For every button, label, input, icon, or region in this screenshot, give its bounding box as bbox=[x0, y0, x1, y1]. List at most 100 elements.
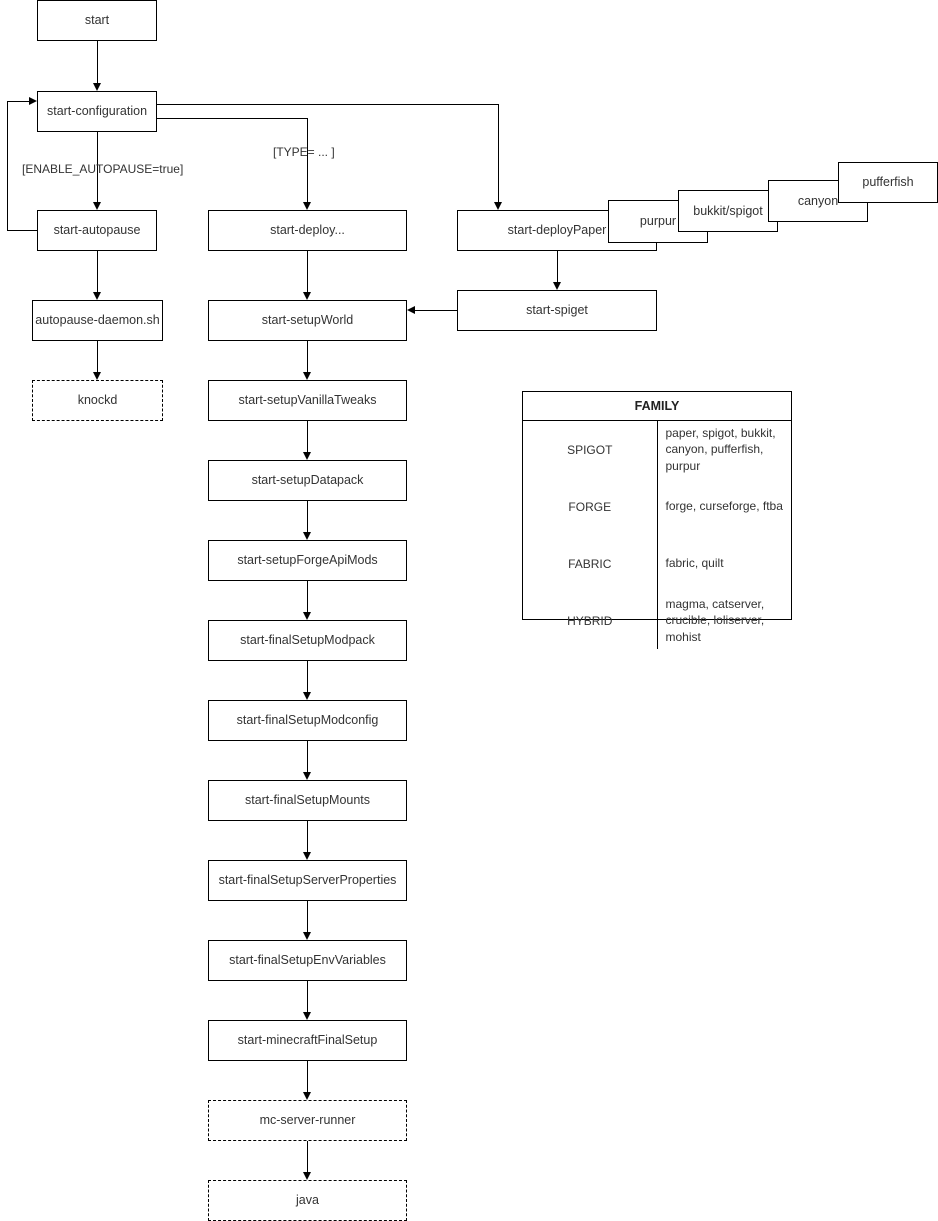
arrowhead-daemon-in bbox=[92, 292, 101, 300]
node-start-setupforgeapimods-label: start-setupForgeApiMods bbox=[237, 553, 378, 567]
node-start-finalsetupenvvariables-label: start-finalSetupEnvVariables bbox=[229, 953, 386, 967]
edge-autopause-loop-vertical bbox=[7, 101, 8, 231]
edge-configuration-to-deploy-horizontal bbox=[157, 118, 307, 119]
node-knockd-label: knockd bbox=[77, 393, 118, 407]
node-pufferfish[interactable]: pufferfish bbox=[838, 162, 938, 203]
edge-forgeapimods-to-modpack bbox=[307, 581, 308, 612]
edge-modpack-to-modconfig bbox=[307, 661, 308, 692]
edge-start-to-configuration bbox=[97, 41, 98, 83]
node-start-minecraftfinalsetup[interactable]: start-minecraftFinalSetup bbox=[208, 1020, 407, 1061]
node-autopause-daemon-label: autopause-daemon.sh bbox=[35, 313, 160, 327]
family-legend-table: FAMILY SPIGOT paper, spigot, bukkit, can… bbox=[522, 391, 792, 649]
node-start-autopause-label: start-autopause bbox=[53, 223, 141, 237]
family-legend-row: FABRIC fabric, quilt bbox=[523, 535, 791, 592]
arrowhead-mcserverrunner-in bbox=[302, 1092, 311, 1100]
node-start-configuration-label: start-configuration bbox=[46, 104, 148, 118]
node-start-finalsetupmounts[interactable]: start-finalSetupMounts bbox=[208, 780, 407, 821]
edge-minecraftfinalsetup-to-mcserverrunner bbox=[307, 1061, 308, 1092]
node-knockd[interactable]: knockd bbox=[32, 380, 163, 421]
family-key-hybrid: HYBRID bbox=[523, 592, 658, 649]
arrowhead-modpack-in bbox=[302, 612, 311, 620]
edge-label-type: [TYPE= ... ] bbox=[273, 145, 335, 159]
family-values-spigot: paper, spigot, bukkit, canyon, pufferfis… bbox=[665, 426, 776, 473]
node-java[interactable]: java bbox=[208, 1180, 407, 1221]
edge-datapack-to-forgeapimods bbox=[307, 501, 308, 532]
node-mc-server-runner-label: mc-server-runner bbox=[259, 1113, 356, 1127]
edge-spiget-to-setupworld bbox=[415, 310, 457, 311]
arrowhead-minecraftfinalsetup-in bbox=[302, 1012, 311, 1020]
edge-configuration-to-deploypaper-horizontal bbox=[157, 104, 498, 105]
node-start-setupvanillatweaks-label: start-setupVanillaTweaks bbox=[238, 393, 377, 407]
node-start-minecraftfinalsetup-label: start-minecraftFinalSetup bbox=[237, 1033, 378, 1047]
arrowhead-setupworld-side-in bbox=[407, 305, 415, 314]
arrowhead-configuration-in bbox=[92, 83, 101, 91]
node-start-deploypaper-label: start-deployPaper bbox=[507, 223, 607, 237]
edge-daemon-to-knockd bbox=[97, 341, 98, 372]
arrowhead-vanillatweaks-in bbox=[302, 372, 311, 380]
arrowhead-knockd-in bbox=[92, 372, 101, 380]
edge-vanillatweaks-to-datapack bbox=[307, 421, 308, 452]
node-start-setupworld[interactable]: start-setupWorld bbox=[208, 300, 407, 341]
node-start-finalsetupmodconfig[interactable]: start-finalSetupModconfig bbox=[208, 700, 407, 741]
node-start-finalsetupmodpack[interactable]: start-finalSetupModpack bbox=[208, 620, 407, 661]
arrowhead-serverproperties-in bbox=[302, 852, 311, 860]
node-bukkit-spigot[interactable]: bukkit/spigot bbox=[678, 190, 778, 232]
arrowhead-java-in bbox=[302, 1172, 311, 1180]
edge-deploypaper-to-spiget bbox=[557, 251, 558, 282]
node-start-spiget[interactable]: start-spiget bbox=[457, 290, 657, 331]
node-pufferfish-label: pufferfish bbox=[862, 175, 914, 189]
node-mc-server-runner[interactable]: mc-server-runner bbox=[208, 1100, 407, 1141]
family-legend-row: HYBRID magma, catserver, crucible, lolis… bbox=[523, 592, 791, 649]
edge-deploy-to-setupworld bbox=[307, 251, 308, 292]
node-start-deploy[interactable]: start-deploy... bbox=[208, 210, 407, 251]
edge-setupworld-to-vanillatweaks bbox=[307, 341, 308, 372]
edge-configuration-to-deploypaper-vertical bbox=[498, 104, 499, 202]
arrowhead-datapack-in bbox=[302, 452, 311, 460]
node-autopause-daemon[interactable]: autopause-daemon.sh bbox=[32, 300, 163, 341]
arrowhead-deploy-in bbox=[302, 202, 311, 210]
family-legend-row: SPIGOT paper, spigot, bukkit, canyon, pu… bbox=[523, 420, 791, 478]
edge-configuration-to-autopause bbox=[97, 132, 98, 202]
edge-configuration-to-deploy-vertical bbox=[307, 118, 308, 202]
arrowhead-setupworld-in bbox=[302, 292, 311, 300]
node-java-label: java bbox=[296, 1193, 319, 1207]
edge-envvariables-to-minecraftfinalsetup bbox=[307, 981, 308, 1012]
node-start-setupvanillatweaks[interactable]: start-setupVanillaTweaks bbox=[208, 380, 407, 421]
edge-modconfig-to-mounts bbox=[307, 741, 308, 772]
node-purpur-label: purpur bbox=[639, 214, 677, 228]
node-start-autopause[interactable]: start-autopause bbox=[37, 210, 157, 251]
edge-autopause-to-daemon bbox=[97, 251, 98, 292]
family-values-forge: forge, curseforge, ftba bbox=[665, 499, 783, 514]
node-start-setupdatapack-label: start-setupDatapack bbox=[251, 473, 364, 487]
node-canyon-label: canyon bbox=[797, 193, 839, 208]
node-start-finalsetupmodconfig-label: start-finalSetupModconfig bbox=[236, 713, 379, 727]
family-legend-row: FORGE forge, curseforge, ftba bbox=[523, 478, 791, 535]
node-start[interactable]: start bbox=[37, 0, 157, 41]
node-start-finalsetupserverproperties-label: start-finalSetupServerProperties bbox=[218, 873, 397, 887]
edge-mounts-to-serverproperties bbox=[307, 821, 308, 852]
arrowhead-deploypaper-in bbox=[493, 202, 502, 210]
arrowhead-forgeapimods-in bbox=[302, 532, 311, 540]
edge-autopause-loop-top bbox=[7, 101, 29, 102]
node-start-finalsetupenvvariables[interactable]: start-finalSetupEnvVariables bbox=[208, 940, 407, 981]
family-key-fabric: FABRIC bbox=[523, 535, 658, 592]
arrowhead-spiget-in bbox=[552, 282, 561, 290]
node-start-spiget-label: start-spiget bbox=[526, 303, 588, 317]
arrowhead-modconfig-in bbox=[302, 692, 311, 700]
arrowhead-envvariables-in bbox=[302, 932, 311, 940]
edge-autopause-loop-bottom bbox=[7, 230, 37, 231]
node-start-finalsetupserverproperties[interactable]: start-finalSetupServerProperties bbox=[208, 860, 407, 901]
arrowhead-configuration-loop-in bbox=[29, 96, 37, 105]
node-start-setupforgeapimods[interactable]: start-setupForgeApiMods bbox=[208, 540, 407, 581]
node-bukkit-spigot-label: bukkit/spigot bbox=[693, 203, 763, 218]
node-start-finalsetupmodpack-label: start-finalSetupModpack bbox=[240, 633, 375, 647]
edge-mcserverrunner-to-java bbox=[307, 1141, 308, 1172]
family-key-spigot: SPIGOT bbox=[523, 420, 658, 478]
node-start-configuration[interactable]: start-configuration bbox=[37, 91, 157, 132]
family-values-hybrid: magma, catserver, crucible, loliserver, … bbox=[665, 597, 765, 644]
arrowhead-mounts-in bbox=[302, 772, 311, 780]
node-start-setupdatapack[interactable]: start-setupDatapack bbox=[208, 460, 407, 501]
edge-label-enable-autopause: [ENABLE_AUTOPAUSE=true] bbox=[22, 162, 184, 176]
edge-serverproperties-to-envvariables bbox=[307, 901, 308, 932]
